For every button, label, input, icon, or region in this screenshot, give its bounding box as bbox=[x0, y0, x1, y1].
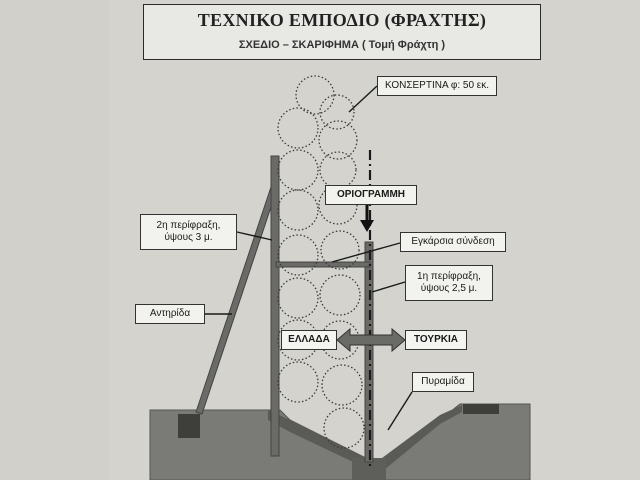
leader-pyramid bbox=[387, 391, 413, 431]
page-title: ΤΕΧΝΙΚΟ ΕΜΠΟΔΙΟ (ΦΡΑΧΤΗΣ) bbox=[197, 10, 487, 30]
border-line-arrow bbox=[360, 203, 374, 232]
concertina-coil bbox=[319, 274, 361, 316]
label-concertina: ΚΟΝΣΕΡΤΙΝΑ φ: 50 εκ. bbox=[377, 76, 497, 96]
concertina-coil bbox=[320, 230, 360, 270]
concertina-coil bbox=[321, 364, 363, 406]
concertina-coil bbox=[323, 407, 365, 449]
fence-2-post bbox=[270, 155, 280, 457]
concertina-coil bbox=[277, 234, 319, 276]
paper-shadow-left bbox=[0, 0, 110, 480]
concertina-coil bbox=[277, 107, 319, 149]
label-brace: Αντηρίδα bbox=[135, 304, 205, 324]
concertina-coil bbox=[319, 151, 357, 189]
label-cross-connection: Εγκάρσια σύνδεση bbox=[400, 232, 506, 252]
label-fence-2: 2η περίφραξη, ύψους 3 μ. bbox=[140, 214, 237, 250]
ditch-slope-right bbox=[382, 405, 462, 470]
concertina-coil bbox=[295, 75, 335, 115]
ground-section bbox=[149, 403, 531, 480]
leader-concertina bbox=[348, 85, 378, 113]
title-box: ΤΕΧΝΙΚΟ ΕΜΠΟΔΙΟ (ΦΡΑΧΤΗΣ) ΣΧΕΔΙΟ – ΣΚΑΡΙ… bbox=[143, 4, 541, 60]
ditch-slope-left bbox=[268, 410, 370, 470]
brace-footing bbox=[178, 414, 200, 438]
leader-lines bbox=[205, 85, 413, 431]
cross-connection-beam bbox=[275, 261, 371, 268]
leader-fence-1 bbox=[371, 281, 406, 293]
concertina-coil bbox=[319, 94, 355, 130]
label-pyramid: Πυραμίδα bbox=[412, 372, 474, 392]
leader-fence-2 bbox=[236, 231, 273, 241]
concertina-coil bbox=[277, 189, 319, 231]
page-subtitle: ΣΧΕΔΙΟ – ΣΚΑΡΙΦΗΜΑ ( Τομή Φράχτη ) bbox=[238, 39, 446, 51]
concertina-coil bbox=[277, 149, 319, 191]
label-greece: ΕΛΛΑΔΑ bbox=[281, 330, 337, 350]
label-turkey: ΤΟΥΡΚΙΑ bbox=[405, 330, 467, 350]
concertina-coil bbox=[277, 361, 319, 403]
label-fence-1: 1η περίφραξη, ύψους 2,5 μ. bbox=[405, 265, 493, 301]
concertina-coil bbox=[318, 120, 358, 160]
pyramid-base bbox=[352, 458, 386, 480]
label-border-line: ΟΡΙΟΓΡΑΜΜΗ bbox=[325, 185, 417, 205]
right-footing bbox=[463, 404, 499, 414]
leader-cross-connection bbox=[331, 242, 401, 263]
concertina-coil bbox=[277, 277, 319, 319]
